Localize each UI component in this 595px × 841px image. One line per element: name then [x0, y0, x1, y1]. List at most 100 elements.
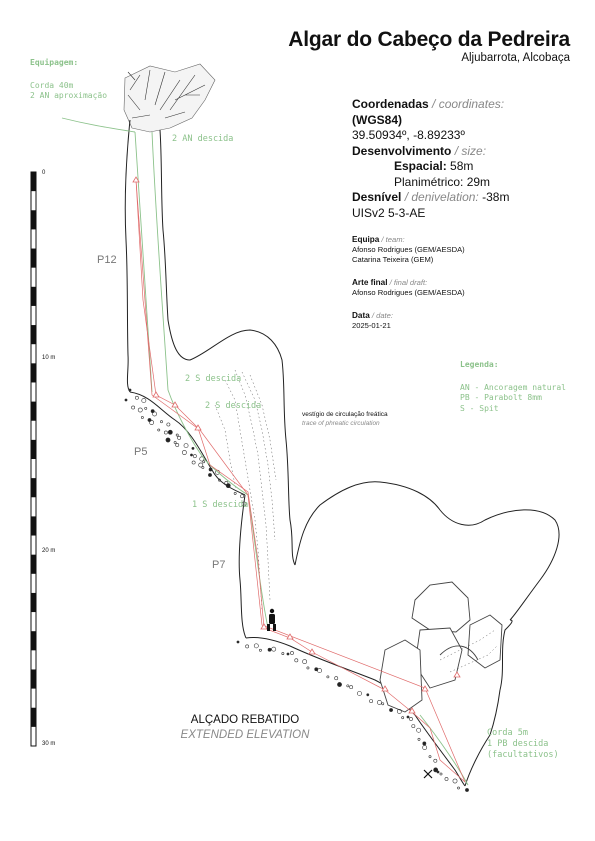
floor-pebble [389, 708, 393, 712]
floor-pebble [452, 778, 458, 784]
floor-pebble [326, 675, 330, 679]
floor-pebble [433, 767, 439, 773]
floor-pebble [241, 501, 247, 507]
coordinates-value: 39.50934º, -8.89233º [352, 128, 465, 142]
floor-pebble [422, 741, 427, 746]
floor-pebble [181, 450, 187, 455]
final-draft-block: Arte final / final draft: Afonso Rodrigu… [352, 278, 465, 297]
floor-pebble [337, 682, 342, 687]
map-subtitle: Aljubarrota, Alcobaça [461, 52, 570, 64]
cave-info: Coordenadas / coordinates: (WGS84) 39.50… [352, 97, 509, 221]
scale-bar [30, 171, 37, 747]
rigging-label: 1 S descida [192, 500, 249, 510]
team-member: Catarina Teixeira (GEM) [352, 255, 434, 264]
floor-pebble [267, 647, 272, 652]
scale-block [31, 592, 36, 613]
scale-label: 30 m [42, 741, 56, 747]
development-heading: Desenvolvimento / size: [352, 143, 487, 158]
coordinates-datum: (WGS84) [352, 112, 403, 127]
floor-pebble [177, 435, 182, 440]
floor-pebble [236, 640, 240, 644]
floor-pebble [369, 699, 374, 704]
floor-pebble [334, 676, 339, 681]
entrance-vegetation [123, 63, 216, 133]
floor-pebble [233, 492, 237, 495]
floor-pebble [439, 772, 443, 776]
floor-pebble [240, 494, 244, 499]
floor-pebble [428, 755, 432, 759]
team-block: Equipa / team: Afonso Rodrigues (GEM/AES… [352, 235, 465, 264]
floor-pebble [137, 407, 143, 413]
floor-pebble [160, 420, 163, 424]
development-planimetric: Planimétrico: 29m [394, 174, 491, 189]
floor-pebble [191, 460, 196, 465]
floor-pebble [409, 717, 413, 721]
floor-pebble [124, 398, 128, 402]
scale-block [31, 478, 36, 498]
scale-block [31, 439, 36, 459]
floor-pebble [147, 418, 152, 422]
scale-block [31, 363, 36, 383]
final-draft-author: Afonso Rodrigues (GEM/AESDA) [352, 288, 465, 297]
rigging-label: 2 AN descida [172, 134, 234, 144]
phreatic-note: vestígio de circulação freática trace of… [302, 411, 388, 427]
floor-pebble [433, 758, 438, 763]
floor-pebble [436, 770, 440, 774]
floor-pebble [465, 788, 469, 792]
pitch-label: P5 [134, 446, 148, 458]
floor-pebble [366, 693, 370, 697]
floor-pebble [157, 428, 161, 432]
floor-pebble [175, 443, 180, 447]
scale-block [31, 286, 36, 306]
floor-pebble [183, 443, 189, 449]
floor-pebble [457, 786, 460, 790]
floor-pebble [411, 724, 416, 729]
caver-figure-icon [267, 608, 276, 631]
date-block: Data / date: 2025-01-21 [352, 311, 393, 330]
floor-pebble [401, 716, 405, 720]
floor-pebble [281, 652, 285, 655]
development-spatial: Espacial: 58m [394, 159, 474, 173]
floor-pebble [149, 420, 155, 425]
scale-label: 10 m [42, 355, 56, 361]
floor-pebbles [124, 388, 469, 792]
scale-block [31, 707, 36, 727]
legend-item: PB - Parabolt 8mm [460, 393, 542, 402]
floor-pebble [190, 453, 193, 457]
floor-pebble [286, 652, 290, 656]
legend-item: AN - Ancoragem natural [460, 382, 566, 392]
pitch-label: P7 [212, 559, 226, 571]
scale-block [31, 325, 36, 345]
equipment: Equipagem: Corda 40m 2 AN aproximação [30, 58, 107, 102]
floor-pebble [140, 416, 144, 419]
floor-pebble [191, 446, 195, 450]
floor-pebble [349, 685, 354, 690]
floor-pebble [245, 644, 250, 649]
team-member: Afonso Rodrigues (GEM/AESDA) [352, 245, 465, 254]
floor-pebble [381, 702, 385, 706]
scale-block [31, 631, 36, 651]
scale-block [31, 248, 36, 268]
floor-pebble [225, 483, 231, 489]
equipment-title: Equipagem: [30, 58, 79, 67]
legend-title: Legenda: [460, 360, 499, 369]
floor-pebble [163, 430, 168, 435]
floor-pebble [396, 708, 402, 714]
map-title: Algar do Cabeço da Pedreira [288, 28, 570, 51]
floor-pebble [208, 467, 213, 472]
floor-pebble [144, 406, 148, 410]
rope-lines [61, 117, 469, 786]
rigging-label: 2 S descida [185, 374, 242, 384]
scale-label: 20 m [42, 548, 56, 554]
floor-pebble [201, 466, 205, 469]
scale-block [31, 401, 36, 421]
floor-pebble [208, 473, 212, 477]
floor-pebble [259, 648, 262, 652]
equipment-item: Corda 40m [30, 80, 74, 90]
floor-pebble [294, 658, 299, 663]
date-value: 2025-01-21 [352, 321, 391, 330]
floor-pebble [166, 422, 171, 427]
boulders [379, 581, 503, 713]
floor-pebble [346, 684, 350, 688]
